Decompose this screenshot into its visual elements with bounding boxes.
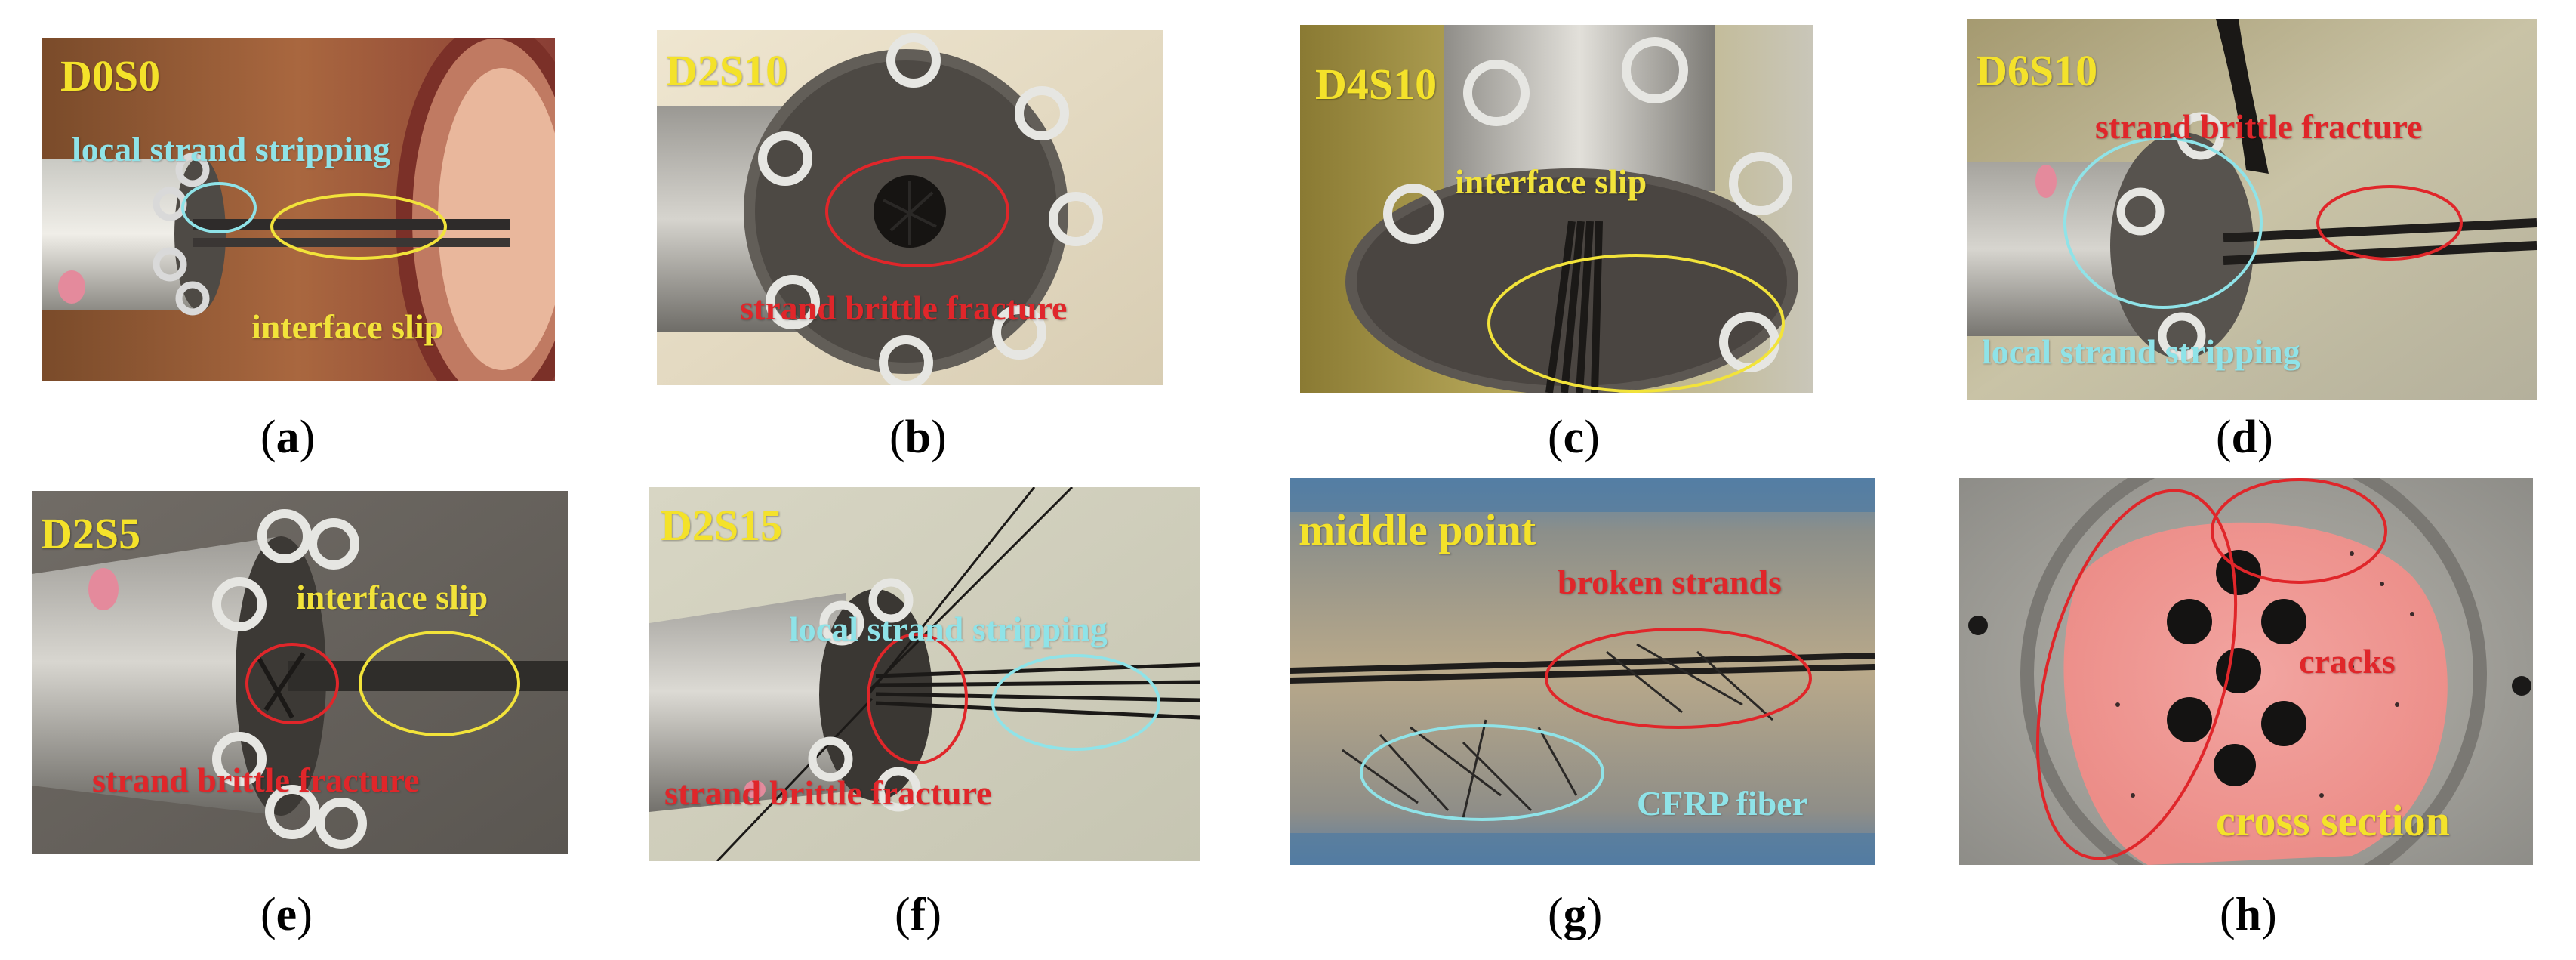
caption-letter: h — [2235, 889, 2262, 940]
annotation-interface-slip: interface slip — [296, 578, 488, 616]
caption-a: (a) — [260, 412, 316, 463]
annotation-strand-brittle-fracture: strand brittle fracture — [740, 289, 1068, 327]
caption-e: (e) — [260, 889, 313, 940]
caption-c: (c) — [1548, 412, 1600, 463]
photo-b-image — [657, 30, 1163, 385]
photo-e: D2S5 interface slip strand brittle fract… — [32, 491, 568, 854]
annotation-cracks: cracks — [2299, 642, 2396, 681]
caption-g: (g) — [1548, 889, 1603, 940]
photo-d: D6S10 strand brittle fracture local stra… — [1967, 19, 2537, 400]
photo-g: middle point broken strands CFRP fiber — [1290, 478, 1875, 865]
caption-b: (b) — [889, 412, 947, 463]
caption-letter: f — [910, 889, 926, 940]
annotation-interface-slip: interface slip — [1455, 162, 1647, 201]
sample-label: middle point — [1299, 505, 1536, 554]
annotation-strand-brittle-fracture: strand brittle fracture — [92, 761, 420, 799]
caption-letter: c — [1563, 412, 1585, 463]
photo-a: D0S0 local strand stripping interface sl… — [42, 38, 555, 381]
photo-d-image — [1967, 19, 2537, 400]
sample-label: D0S0 — [60, 51, 161, 100]
caption-h: (h) — [2220, 889, 2277, 940]
annotation-local-strand-stripping: local strand stripping — [789, 610, 1108, 648]
caption-letter: b — [904, 412, 932, 463]
sample-label: D2S10 — [666, 46, 788, 95]
sample-label: D4S10 — [1315, 60, 1437, 109]
caption-d: (d) — [2216, 412, 2273, 463]
photo-a-image — [42, 38, 555, 381]
caption-letter: a — [276, 412, 300, 463]
caption-letter: g — [1563, 889, 1587, 940]
photo-f-image — [649, 487, 1200, 861]
photo-c-image — [1300, 25, 1813, 393]
photo-g-image — [1290, 478, 1875, 865]
sample-label: cross section — [2216, 796, 2450, 845]
caption-letter: e — [276, 889, 297, 940]
sample-label: D6S10 — [1976, 46, 2098, 95]
caption-letter: d — [2231, 412, 2258, 463]
annotation-local-strand-stripping: local strand stripping — [1982, 332, 2300, 371]
photo-b: D2S10 strand brittle fracture — [657, 30, 1163, 385]
annotation-broken-strands: broken strands — [1558, 563, 1782, 601]
caption-f: (f) — [895, 889, 941, 940]
annotation-strand-brittle-fracture: strand brittle fracture — [664, 773, 992, 812]
annotation-cfrp-fiber: CFRP fiber — [1637, 784, 1808, 823]
photo-f: D2S15 local strand stripping strand brit… — [649, 487, 1200, 861]
annotation-interface-slip: interface slip — [251, 307, 444, 346]
photo-h-image — [1959, 478, 2533, 865]
annotation-local-strand-stripping: local strand stripping — [72, 130, 390, 168]
annotation-strand-brittle-fracture: strand brittle fracture — [2095, 107, 2423, 146]
sample-label: D2S5 — [41, 509, 141, 558]
photo-c: D4S10 interface slip — [1300, 25, 1813, 393]
photo-e-image — [32, 491, 568, 854]
sample-label: D2S15 — [661, 501, 783, 550]
photo-h: cracks cross section — [1959, 478, 2533, 865]
